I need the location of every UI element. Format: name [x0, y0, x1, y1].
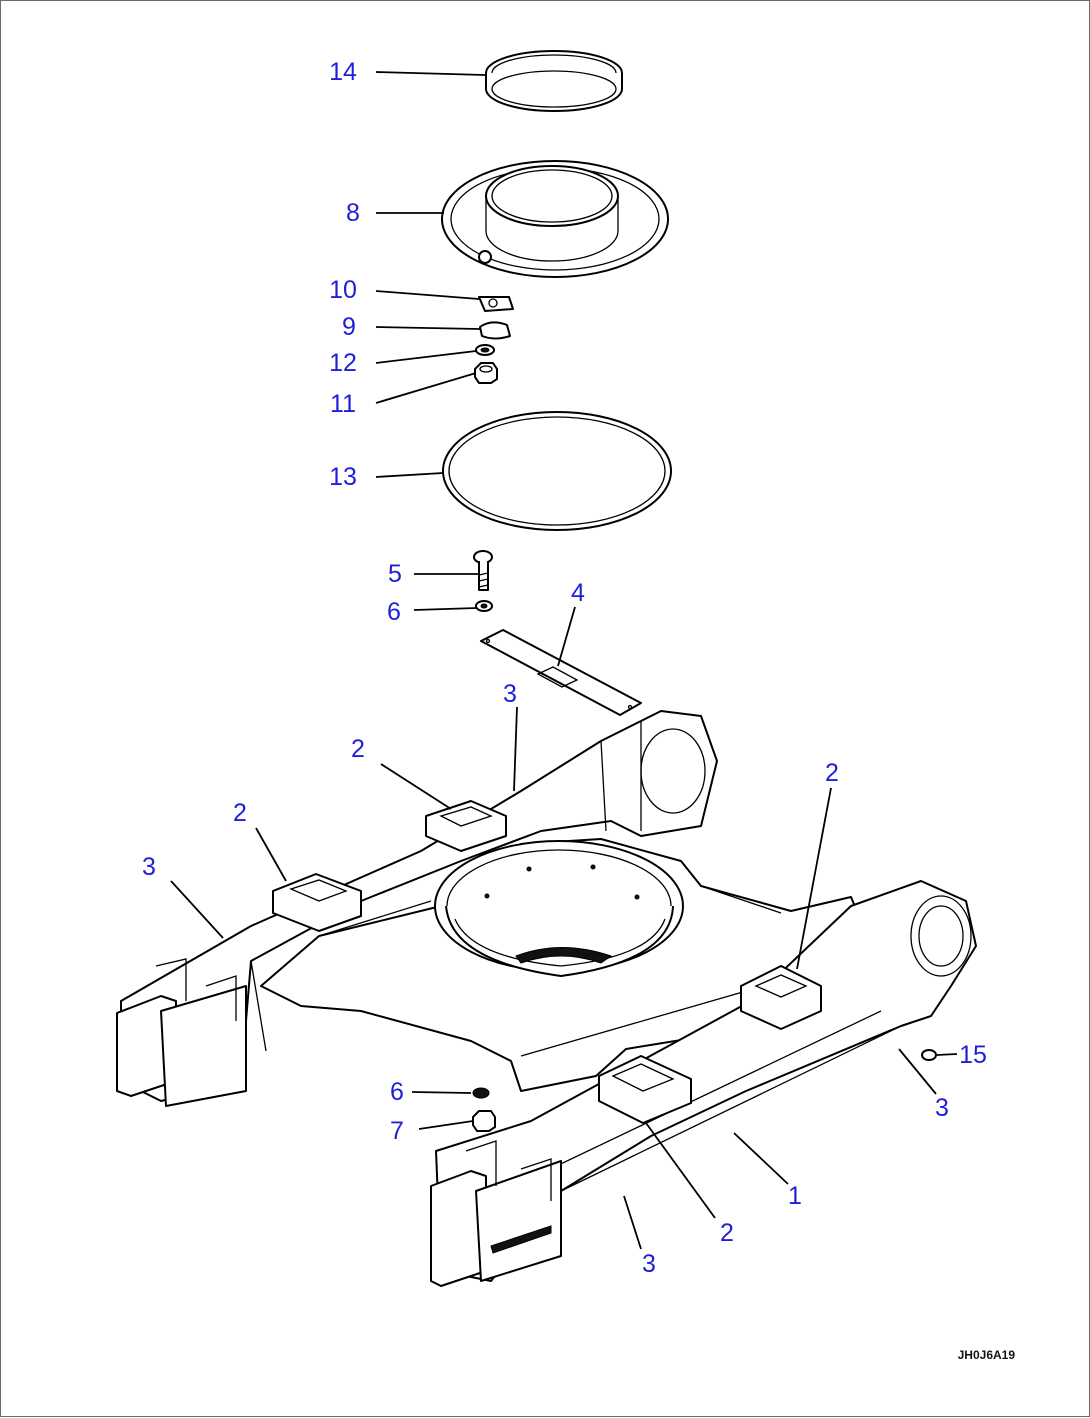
leader-lines: [170, 71, 958, 1250]
callout-3-right: 3: [935, 1094, 949, 1122]
callout-1: 1: [788, 1182, 802, 1210]
callout-4: 4: [571, 579, 585, 607]
callout-3-bottom: 3: [642, 1250, 656, 1278]
part-11-nut: [474, 362, 498, 384]
callout-3-left: 3: [142, 853, 156, 881]
callout-2-right: 2: [825, 759, 839, 787]
drawing-code: JH0J6A19: [958, 1348, 1016, 1362]
callout-labels: 14 8 10 9 12 11 13 5 6 4 3 2 2 3 2 6 7 1…: [142, 58, 987, 1278]
callout-12: 12: [329, 349, 357, 377]
part-7-nut: [472, 1110, 496, 1132]
part-13-o-ring: [442, 411, 672, 531]
callout-8: 8: [346, 199, 360, 227]
callout-2-top: 2: [351, 735, 365, 763]
part-10-plate: [478, 296, 514, 312]
callout-14: 14: [329, 58, 357, 86]
callout-2-bottom: 2: [720, 1219, 734, 1247]
callout-15: 15: [959, 1041, 987, 1069]
callout-9: 9: [342, 313, 356, 341]
part-6-washer-upper: [475, 600, 493, 612]
part-15-plug: [921, 1049, 937, 1061]
part-4-plate: [480, 629, 642, 716]
part-14-ring: [485, 50, 623, 112]
part-12-washer: [475, 344, 495, 356]
callout-6-lower: 6: [390, 1078, 404, 1106]
part-6-washer-lower: [472, 1087, 490, 1099]
part-1-track-frame: [116, 710, 977, 1287]
callout-13: 13: [329, 463, 357, 491]
part-8-cover-plate: [441, 160, 669, 278]
callout-3-top: 3: [503, 680, 517, 708]
part-5-bolt: [473, 550, 493, 591]
callout-7: 7: [390, 1117, 404, 1145]
part-9-seal: [479, 321, 511, 340]
callout-10: 10: [329, 276, 357, 304]
callout-6-upper: 6: [387, 598, 401, 626]
callout-11: 11: [330, 390, 356, 418]
callout-2-left: 2: [233, 799, 247, 827]
callout-5: 5: [388, 560, 402, 588]
